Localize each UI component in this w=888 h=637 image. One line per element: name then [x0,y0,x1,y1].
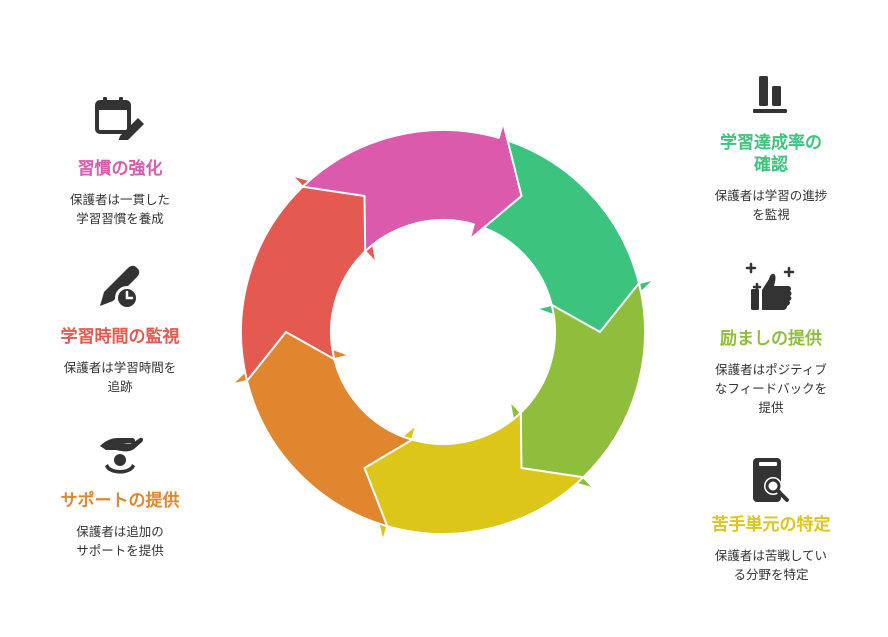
hand-support-icon [100,437,144,474]
cycle-arrow-study-time [240,174,378,382]
cycle-arrow-habit [301,121,523,253]
step-description: 保護者は一貫した学習習慣を養成 [69,192,170,226]
step-title: サポートの提供 [60,491,180,511]
cycle-arrow-support [230,331,414,528]
thumbs-up-icon [745,262,795,310]
step-title: 学習達成率の確認 [720,133,822,175]
step-weak-units: 苦手単元の特定 保護者は苦戦している分野を特定 [676,456,866,584]
step-achievement: 学習達成率の確認 保護者は学習の進捗を監視 [676,74,866,224]
step-support: サポートの提供 保護者は追加のサポートを提供 [20,430,220,560]
step-encouragement: 励ましの提供 保護者はポジティブなフィードバックを提供 [676,262,866,417]
step-habit: 習慣の強化 保護者は一貫した学習習慣を養成 [20,96,220,228]
pen-clock-icon [100,265,140,310]
calendar-edit-icon [95,97,144,140]
book-search-icon [753,458,789,502]
step-description: 保護者は追加のサポートを提供 [76,524,164,558]
step-title: 学習時間の監視 [60,327,180,347]
step-description: 保護者は学習の進捗を監視 [714,188,828,222]
step-title: 習慣の強化 [77,159,163,179]
step-description: 保護者は学習時間を追跡 [63,360,177,394]
bar-chart-icon [753,76,787,113]
cycle-arrow-weak-units [363,411,585,543]
step-title: 苦手単元の特定 [711,515,831,535]
cycle-arrow-encouragement [508,282,646,490]
step-description: 保護者は苦戦している分野を特定 [714,548,828,582]
step-description: 保護者はポジティブなフィードバックを提供 [714,362,828,415]
step-title: 励ましの提供 [720,329,822,349]
step-study-time: 学習時間の監視 保護者は学習時間を追跡 [20,264,220,396]
